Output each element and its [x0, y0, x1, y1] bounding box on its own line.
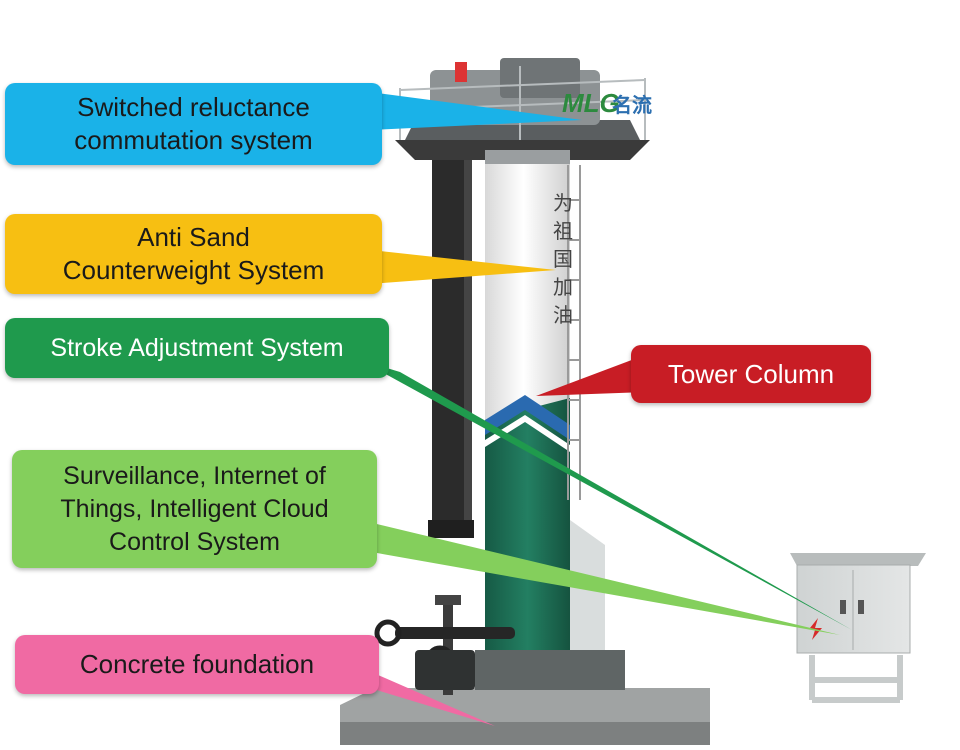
- svg-text:加: 加: [553, 275, 573, 299]
- lightning-warning-icon: [810, 618, 822, 640]
- pointer-tower: [536, 355, 645, 396]
- counterweight-beam: [428, 118, 474, 538]
- chevron-blue: [485, 395, 570, 440]
- logo-text: MLG: [562, 88, 620, 118]
- pointer-stroke: [360, 360, 852, 630]
- pointer-surveillance: [360, 520, 840, 635]
- svg-text:国: 国: [553, 247, 573, 271]
- control-cabinet: [790, 553, 926, 703]
- callout-surveillance: Surveillance, Internet of Things, Intell…: [12, 450, 377, 568]
- callout-tower-column: Tower Column: [631, 345, 871, 403]
- pointer-concrete: [360, 675, 495, 726]
- callout-switched-reluctance: Switched reluctance commutation system: [5, 83, 382, 165]
- pointer-antisand: [370, 250, 556, 284]
- tower-slogan: 为 祖 国 加 油: [553, 191, 573, 327]
- callout-stroke-adjustment: Stroke Adjustment System: [5, 318, 389, 378]
- tower-ladder: [567, 165, 581, 500]
- tower-column: [475, 150, 625, 690]
- wellhead: [374, 595, 515, 695]
- svg-text:祖: 祖: [553, 219, 573, 243]
- pointer-wedges: [360, 92, 852, 726]
- callout-concrete-foundation: Concrete foundation: [15, 635, 379, 694]
- svg-text:为: 为: [553, 191, 573, 215]
- svg-text:油: 油: [553, 303, 573, 327]
- concrete-slab: [340, 688, 710, 745]
- logo-cn-text: 名流: [612, 93, 652, 117]
- pointer-switched: [370, 92, 582, 130]
- tower-logo: MLG 名流: [562, 88, 652, 118]
- callout-anti-sand: Anti Sand Counterweight System: [5, 214, 382, 294]
